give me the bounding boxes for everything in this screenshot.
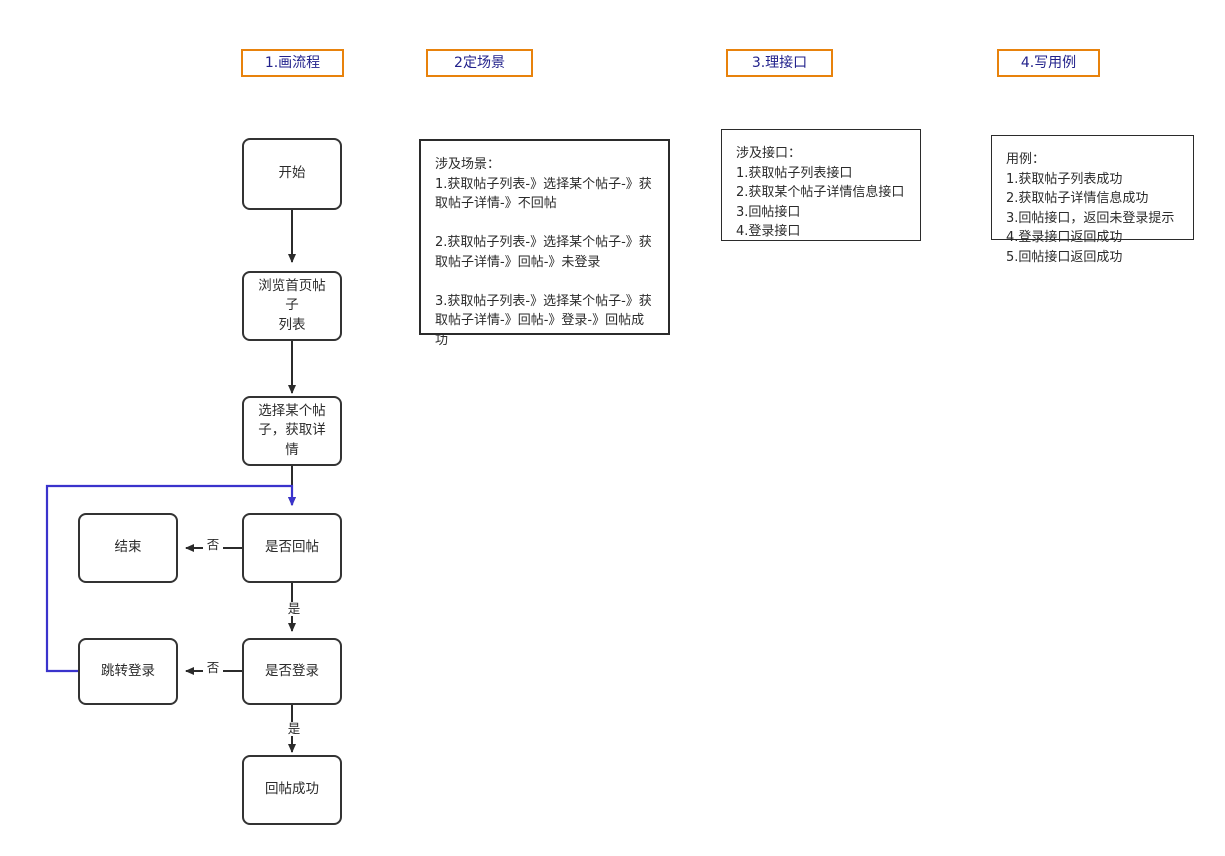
panel-apis: 涉及接口： 1.获取帖子列表接口 2.获取某个帖子详情信息接口 3.回帖接口 4… — [721, 129, 921, 241]
section-chip-label: 1.画流程 — [264, 55, 321, 71]
edge-label-isreply-no: 否 — [203, 538, 223, 552]
edge-label-islogin-yes: 是 — [284, 722, 304, 736]
section-chip-define-scenes[interactable]: 2定场景 — [426, 49, 533, 77]
section-chip-label: 2定场景 — [454, 55, 505, 71]
section-chip-write-cases[interactable]: 4.写用例 — [997, 49, 1100, 77]
flow-node-is-reply[interactable]: 是否回帖 — [242, 513, 342, 583]
section-chip-draw-flow[interactable]: 1.画流程 — [241, 49, 344, 77]
section-chip-label: 4.写用例 — [1020, 55, 1077, 71]
section-chip-sort-apis[interactable]: 3.理接口 — [726, 49, 833, 77]
edge-gotologin-to-isreply-loop — [45, 484, 296, 673]
panel-scenes: 涉及场景： 1.获取帖子列表-》选择某个帖子-》获取帖子详情-》不回帖 2.获取… — [419, 139, 670, 348]
edge-label-islogin-no: 否 — [203, 661, 223, 675]
flow-node-reply-success[interactable]: 回帖成功 — [242, 755, 342, 825]
flow-node-browse-list[interactable]: 浏览首页帖子 列表 — [242, 271, 342, 341]
flow-node-end[interactable]: 结束 — [78, 513, 178, 583]
section-chip-label: 3.理接口 — [751, 55, 808, 71]
flow-node-start[interactable]: 开始 — [242, 138, 342, 210]
edge-label-isreply-yes: 是 — [284, 602, 304, 616]
panel-cases: 用例： 1.获取帖子列表成功 2.获取帖子详情信息成功 3.回帖接口，返回未登录… — [991, 135, 1194, 265]
flow-node-goto-login[interactable]: 跳转登录 — [78, 638, 178, 705]
flow-node-select-post[interactable]: 选择某个帖 子，获取详情 — [242, 396, 342, 466]
flow-node-is-login[interactable]: 是否登录 — [242, 638, 342, 705]
